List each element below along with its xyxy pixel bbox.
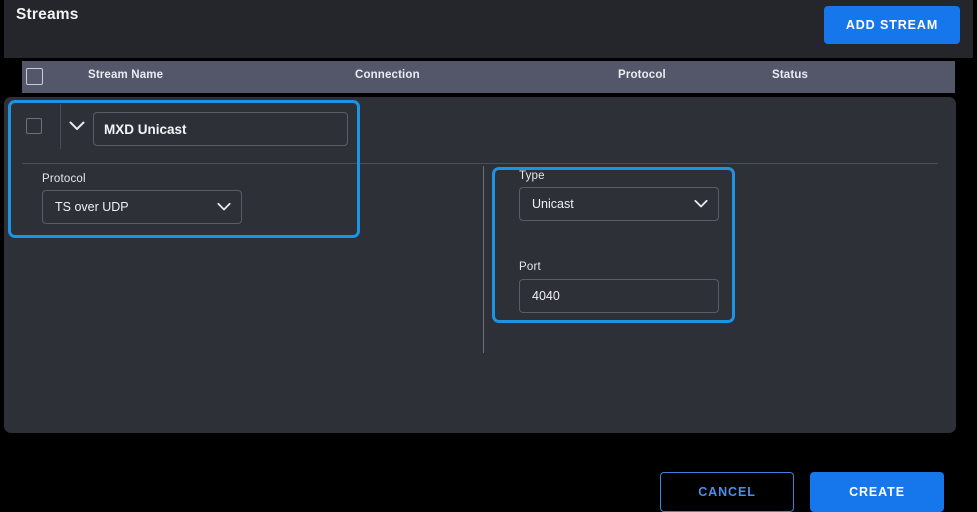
page-topbar: Streams ADD STREAM — [4, 0, 973, 58]
type-label: Type — [519, 170, 545, 182]
row-select-checkbox[interactable] — [26, 118, 42, 134]
table-header-row: Stream Name Connection Protocol Status — [22, 61, 955, 93]
select-all-checkbox[interactable] — [26, 68, 43, 85]
chevron-down-icon — [694, 199, 708, 209]
cancel-button[interactable]: CANCEL — [660, 472, 794, 512]
stream-editor-card: Protocol TS over UDP Type Unicast Port C… — [4, 97, 956, 512]
row-divider — [60, 104, 61, 149]
add-stream-button[interactable]: ADD STREAM — [824, 6, 960, 44]
port-label: Port — [519, 261, 541, 273]
section-divider-vertical — [483, 166, 484, 353]
column-header-protocol[interactable]: Protocol — [618, 69, 666, 81]
page-title: Streams — [16, 6, 79, 23]
protocol-select[interactable]: TS over UDP — [42, 190, 242, 224]
column-header-connection[interactable]: Connection — [355, 69, 420, 81]
protocol-select-value: TS over UDP — [55, 200, 129, 214]
chevron-down-icon — [217, 202, 231, 212]
chevron-down-icon[interactable] — [63, 113, 91, 139]
port-input[interactable] — [519, 279, 719, 313]
stream-name-input[interactable] — [93, 112, 348, 146]
type-select-value: Unicast — [532, 197, 574, 211]
type-select[interactable]: Unicast — [519, 187, 719, 221]
create-button[interactable]: CREATE — [810, 472, 944, 512]
streams-page: Streams ADD STREAM Stream Name Connectio… — [4, 0, 973, 512]
column-header-status[interactable]: Status — [772, 69, 809, 81]
section-divider-horizontal — [22, 163, 938, 164]
column-header-stream-name[interactable]: Stream Name — [88, 69, 164, 81]
protocol-label: Protocol — [42, 173, 86, 185]
